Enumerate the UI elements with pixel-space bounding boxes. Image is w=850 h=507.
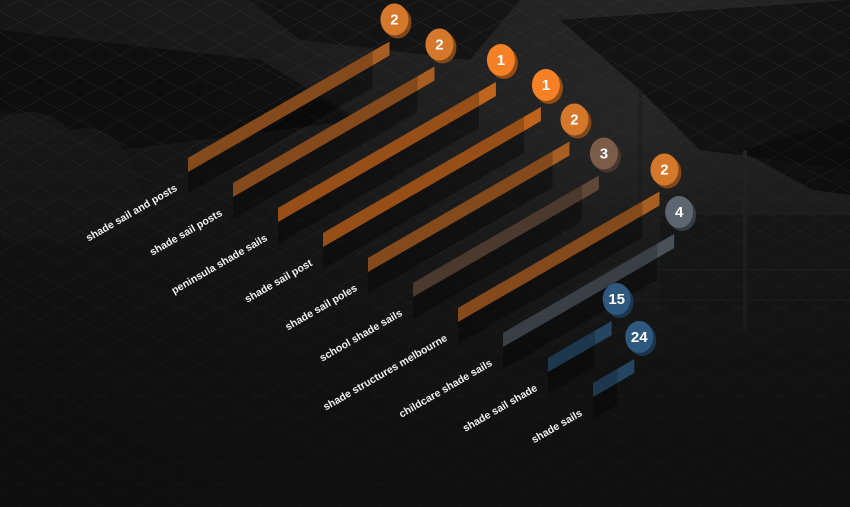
bar-label: shade sail shade bbox=[461, 382, 540, 434]
bar-label: school shade sails bbox=[318, 307, 405, 364]
bar-group: shade sail poles 2 bbox=[283, 103, 592, 333]
bar-front bbox=[593, 369, 618, 397]
value-label: 1 bbox=[542, 77, 550, 94]
value-badge bbox=[380, 3, 409, 36]
bar-label: shade sail and posts bbox=[84, 182, 180, 244]
value-label: 2 bbox=[390, 12, 398, 29]
value-label: 3 bbox=[600, 146, 608, 163]
bar-label: shade sail posts bbox=[148, 207, 225, 258]
bar-top bbox=[548, 321, 612, 358]
bar-shadow bbox=[188, 65, 373, 194]
bar-front bbox=[548, 331, 595, 372]
value-badge bbox=[589, 137, 618, 170]
value-badge bbox=[665, 195, 694, 228]
bar-end bbox=[552, 141, 570, 166]
bar-shadow bbox=[593, 383, 618, 419]
value-label: 15 bbox=[608, 291, 625, 308]
bar-top bbox=[323, 107, 541, 233]
bar-top bbox=[278, 82, 496, 208]
bar-end bbox=[657, 233, 675, 258]
bar-shadow bbox=[458, 215, 643, 344]
bar-label: shade sails bbox=[529, 407, 584, 446]
bar-front bbox=[323, 117, 524, 247]
bar-front bbox=[413, 185, 582, 297]
bar-end bbox=[581, 175, 599, 200]
value-badge bbox=[486, 44, 515, 76]
value-badge bbox=[425, 28, 454, 61]
value-badge bbox=[650, 153, 679, 186]
bar-end bbox=[642, 191, 660, 216]
bar-top bbox=[503, 233, 675, 333]
bar-shadow bbox=[278, 106, 479, 244]
value-label: 4 bbox=[675, 204, 684, 221]
bar-shadow bbox=[233, 90, 418, 219]
bar-shadow bbox=[323, 131, 524, 269]
bar-end bbox=[617, 359, 635, 383]
value-label: 2 bbox=[660, 162, 668, 179]
bar-label: shade sail poles bbox=[283, 282, 359, 333]
bar-top bbox=[593, 359, 635, 383]
bar-front bbox=[503, 243, 658, 347]
value-label: 24 bbox=[631, 329, 648, 346]
value-badge bbox=[531, 69, 560, 101]
bar-top bbox=[458, 191, 660, 308]
bar-front bbox=[233, 76, 418, 197]
bar-top bbox=[413, 175, 599, 283]
bar-front bbox=[368, 151, 553, 272]
bar-front bbox=[278, 92, 479, 222]
value-label: 2 bbox=[435, 37, 443, 54]
value-label: 2 bbox=[570, 112, 578, 129]
value-label: 1 bbox=[497, 52, 505, 69]
bar-end bbox=[594, 321, 612, 346]
bar-end bbox=[523, 107, 541, 131]
bar-shadow bbox=[413, 199, 582, 319]
bar-group: school shade sails 3 bbox=[318, 137, 621, 364]
bar-end bbox=[417, 66, 435, 91]
value-badge bbox=[602, 283, 631, 316]
bar-top bbox=[188, 41, 390, 158]
bar-front bbox=[188, 51, 373, 172]
bar-front bbox=[458, 201, 643, 322]
bar-top bbox=[368, 141, 570, 258]
bar-label: childcare shade sails bbox=[397, 357, 495, 420]
value-badge bbox=[625, 321, 654, 353]
bar-shadow bbox=[548, 345, 595, 394]
bar-end bbox=[372, 41, 390, 66]
bar-label: shade sail post bbox=[243, 257, 315, 306]
bar-group: shade sail and posts 2 bbox=[84, 3, 412, 244]
value-badge bbox=[560, 103, 589, 136]
bar-shadow bbox=[368, 165, 553, 294]
bar-end bbox=[478, 82, 496, 106]
bar-label: peninsula shade sails bbox=[169, 232, 269, 297]
bar-top bbox=[233, 66, 435, 183]
